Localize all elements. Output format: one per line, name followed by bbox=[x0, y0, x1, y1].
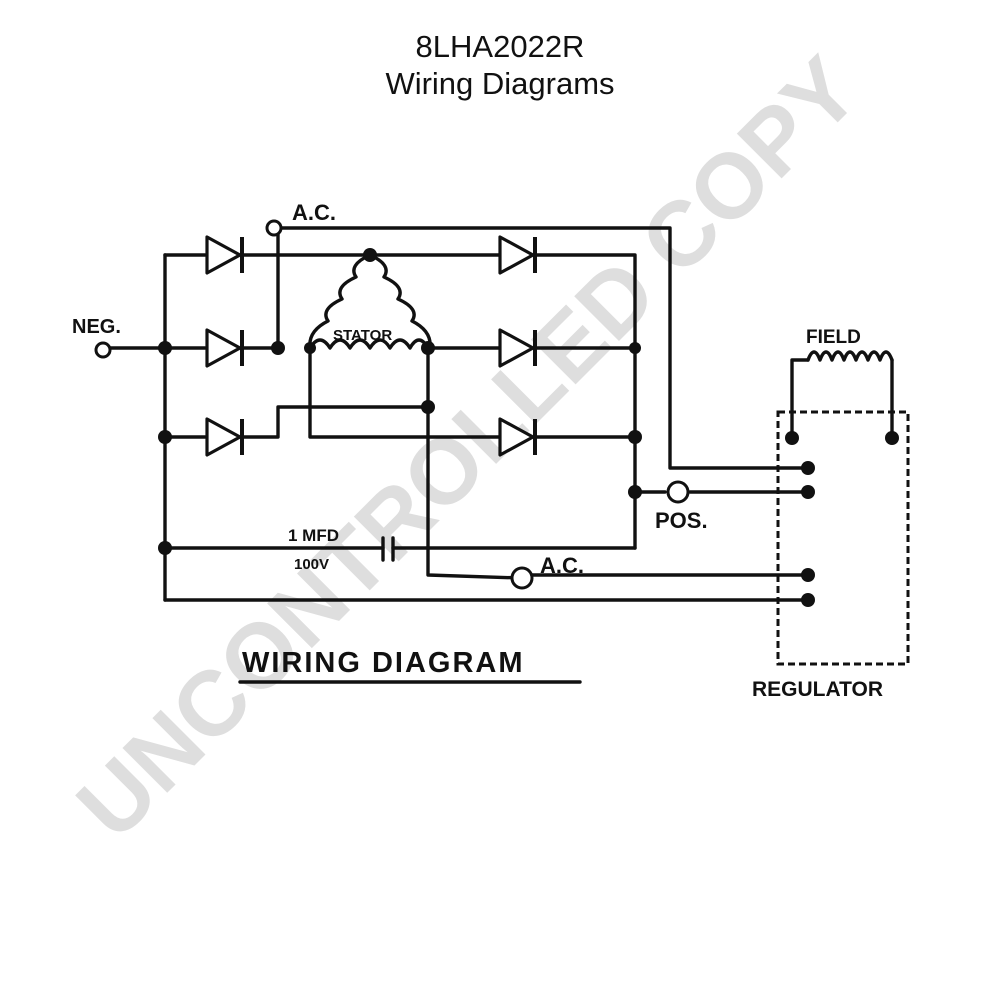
wire-row3-mid bbox=[240, 405, 430, 439]
neg-label: NEG. bbox=[72, 316, 121, 338]
circuit-wires bbox=[108, 226, 894, 602]
field-coil bbox=[806, 350, 894, 362]
diagram-caption: WIRING DIAGRAM bbox=[242, 647, 525, 679]
wire-stator-down-ac bbox=[426, 346, 522, 580]
wire-ac-to-regulator bbox=[276, 226, 810, 470]
ac-bottom-label: A.C. bbox=[540, 553, 584, 578]
junction-dot bbox=[304, 342, 316, 354]
neg-terminal bbox=[94, 341, 112, 359]
left-diode-3 bbox=[205, 417, 244, 457]
left-diode-1 bbox=[205, 235, 244, 275]
right-diode-1 bbox=[498, 235, 537, 275]
right-diode-3 bbox=[498, 417, 537, 457]
junction-dot bbox=[421, 341, 435, 355]
junction-dot bbox=[158, 541, 172, 555]
pos-label: POS. bbox=[655, 508, 708, 533]
ac-top-label: A.C. bbox=[292, 200, 336, 225]
regulator-terminal-dot bbox=[801, 593, 815, 607]
right-diode-2 bbox=[498, 328, 537, 368]
field-terminal-dot bbox=[785, 431, 799, 445]
regulator-terminal-dot bbox=[801, 461, 815, 475]
wire-stator-left-leg bbox=[308, 346, 502, 439]
page-subtitle: Wiring Diagrams bbox=[385, 66, 615, 101]
regulator-label: REGULATOR bbox=[752, 678, 883, 701]
stator-winding bbox=[308, 253, 432, 350]
junction-dot bbox=[158, 430, 172, 444]
capacitor-value-label: 1 MFD bbox=[288, 526, 339, 545]
regulator-terminal-dot bbox=[801, 568, 815, 582]
junction-dot bbox=[363, 248, 377, 262]
junction-dot bbox=[158, 341, 172, 355]
junction-dot bbox=[629, 342, 641, 354]
pos-terminal bbox=[666, 480, 690, 504]
junction-dot bbox=[628, 430, 642, 444]
junction-dot bbox=[628, 485, 642, 499]
wire-right-bus bbox=[533, 253, 637, 550]
page-header: 8LHA2022R Wiring Diagrams bbox=[0, 28, 1000, 102]
regulator-box bbox=[776, 410, 910, 666]
junction-dots bbox=[158, 248, 899, 607]
field-terminal-dot bbox=[885, 431, 899, 445]
left-diode-2 bbox=[205, 328, 244, 368]
field-label: FIELD bbox=[806, 327, 861, 348]
stator-coil-left bbox=[308, 253, 372, 350]
junction-dot bbox=[271, 341, 285, 355]
capacitor-voltage-label: 100V bbox=[294, 556, 329, 573]
ac-bottom-terminal bbox=[510, 566, 534, 590]
stator-label: STATOR bbox=[333, 327, 392, 344]
stator-coil-right bbox=[368, 253, 432, 350]
model-number: 8LHA2022R bbox=[415, 29, 585, 64]
wire-field-left bbox=[790, 358, 810, 440]
watermark-text: UNCONTROLLED COPY bbox=[58, 38, 878, 858]
junction-dot bbox=[421, 400, 435, 414]
regulator-terminal-dot bbox=[801, 485, 815, 499]
ac-top-terminal bbox=[265, 219, 283, 237]
stator-coil-bottom bbox=[308, 338, 430, 350]
